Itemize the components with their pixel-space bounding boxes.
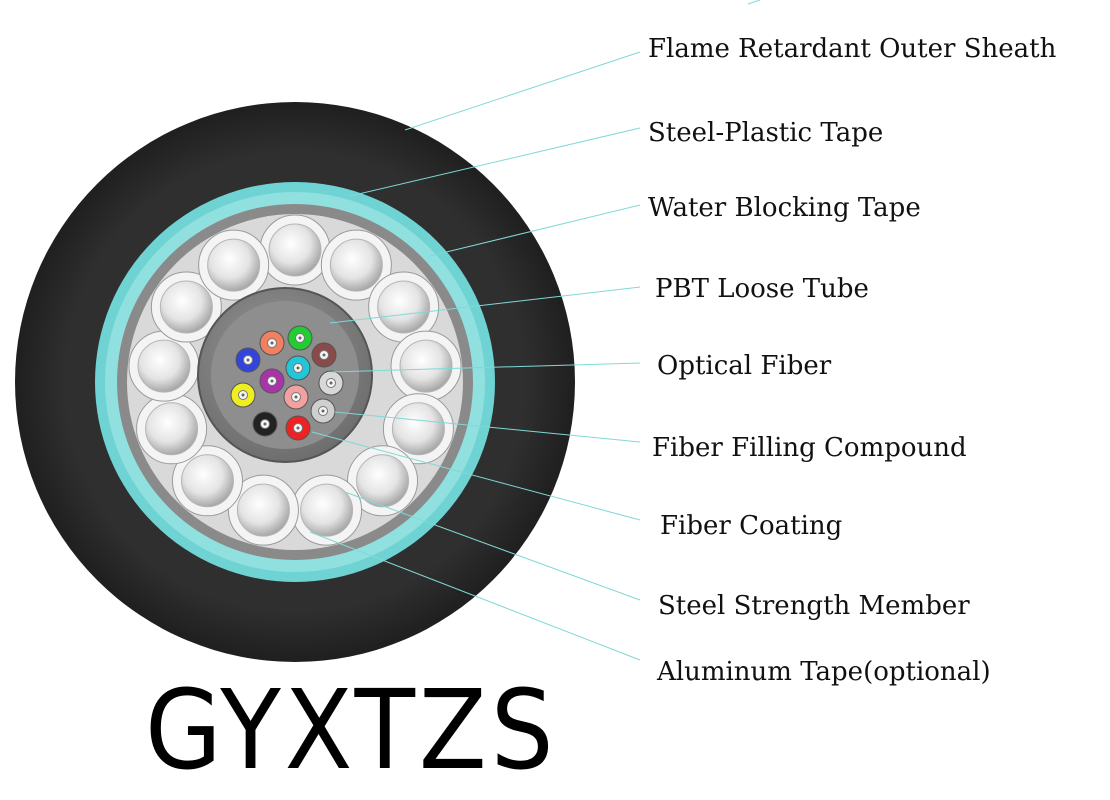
steel-strength-member	[171, 445, 243, 517]
component-labels: Flame Retardant Outer Sheath Steel-Plast…	[648, 34, 1057, 687]
steel-strength-member	[198, 229, 270, 301]
strength-member-ring	[128, 214, 462, 546]
label-outer-sheath: Flame Retardant Outer Sheath	[648, 34, 1057, 64]
label-steel-plastic-tape: Steel-Plastic Tape	[648, 118, 883, 148]
optical-fiber	[235, 347, 261, 373]
cable-model-name: GYXTZS	[145, 666, 558, 794]
label-aluminum-tape: Aluminum Tape(optional)	[656, 657, 991, 687]
label-pbt-loose-tube: PBT Loose Tube	[655, 274, 869, 304]
optical-fiber	[259, 368, 285, 394]
leader-line	[344, 491, 641, 601]
optical-fiber	[285, 415, 311, 441]
leader-line	[747, 0, 761, 5]
steel-strength-member	[368, 271, 440, 343]
optical-fiber	[283, 384, 309, 410]
fiber-bundle	[230, 325, 344, 441]
steel-strength-member	[128, 330, 200, 402]
label-steel-strength-member: Steel Strength Member	[658, 591, 970, 621]
steel-strength-member	[320, 229, 392, 301]
leader-line	[404, 51, 641, 131]
steel-strength-member	[382, 393, 454, 465]
optical-fiber	[252, 411, 278, 437]
leader-line	[349, 127, 641, 197]
label-fiber-coating: Fiber Coating	[660, 511, 842, 541]
leader-line	[334, 411, 641, 443]
optical-fiber	[287, 325, 313, 351]
leader-line	[329, 362, 641, 373]
steel-strength-member	[259, 214, 331, 286]
label-water-blocking-tape: Water Blocking Tape	[648, 193, 921, 223]
optical-fiber	[318, 370, 344, 396]
label-optical-fiber: Optical Fiber	[657, 351, 832, 381]
leader-line	[429, 204, 641, 257]
steel-strength-member	[150, 271, 222, 343]
optical-fiber	[310, 398, 336, 424]
steel-strength-member	[390, 330, 462, 402]
leader-lines	[309, 0, 761, 661]
steel-strength-member	[136, 393, 208, 465]
steel-strength-member	[291, 474, 363, 546]
optical-fiber	[311, 342, 337, 368]
leader-line	[329, 286, 641, 324]
optical-fiber	[285, 355, 311, 381]
label-fiber-filling-compound: Fiber Filling Compound	[652, 433, 967, 463]
steel-strength-member	[347, 445, 419, 517]
optical-fiber	[259, 330, 285, 356]
optical-fiber	[230, 382, 256, 408]
cable-cross-section	[15, 102, 575, 662]
leader-line	[309, 531, 641, 661]
leader-line	[311, 431, 641, 521]
steel-strength-member	[227, 474, 299, 546]
